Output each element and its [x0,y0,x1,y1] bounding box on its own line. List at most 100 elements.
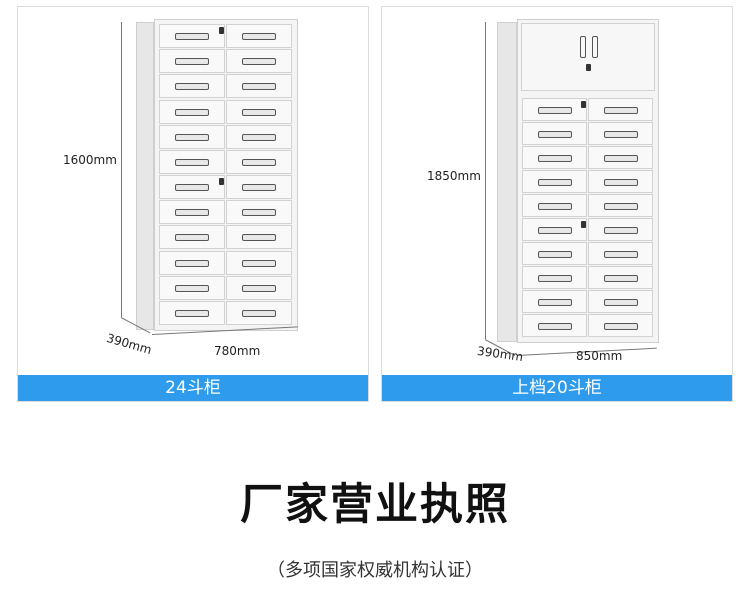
drawer-handle [537,322,572,330]
drawer-handle [242,58,276,66]
drawer [226,49,292,74]
drawer-handle [175,158,209,166]
drawer [226,175,292,200]
depth-label: 390mm [104,330,154,358]
drawer [522,146,587,169]
height-label: 1850mm [427,169,481,183]
drawer-handle [603,322,638,330]
drawer [159,300,225,325]
drawer-handle [537,298,572,306]
cabinet-image-20-drawer [497,19,659,343]
cabinet-image-24-drawer [136,19,298,331]
drawer-handle [175,284,209,292]
drawer-handle [242,133,276,141]
drawer [588,218,653,241]
drawer-handle [242,184,276,192]
product-panel-24-drawer: 1600mm 390mm 780mm 24斗柜 [17,6,369,402]
drawer-handle [242,234,276,242]
product-panel-20-drawer: 1850mm 390mm 850mm 上档20斗柜 [381,6,733,402]
cabinet-front [517,19,659,343]
door-handle [580,36,586,58]
depth-label: 390mm [476,343,525,365]
drawer [588,122,653,145]
drawer-handle [175,234,209,242]
drawer [159,74,225,99]
product-name-banner: 24斗柜 [18,375,368,401]
height-dimension-line [485,22,486,339]
drawer-handle [242,259,276,267]
drawer [226,275,292,300]
drawer-handle [603,130,638,138]
drawer-handle [175,184,209,192]
drawer [159,24,225,49]
drawer-handle [537,274,572,282]
drawer [159,250,225,275]
drawer-handle [603,226,638,234]
drawer [588,98,653,121]
drawer-handle [242,309,276,317]
drawer [226,24,292,49]
section-subtitle: （多项国家权威机构认证） [267,560,483,581]
drawer-handle [537,154,572,162]
drawer [522,194,587,217]
drawer-handle [603,202,638,210]
drawer [159,49,225,74]
drawer [522,242,587,265]
width-label: 850mm [576,349,623,363]
drawer-handle [603,298,638,306]
drawer [522,218,587,241]
drawer-handle [175,33,209,41]
height-dimension-line [121,22,122,317]
drawer-handle [603,178,638,186]
drawer-handle [242,33,276,41]
drawer-handle [242,158,276,166]
drawer [522,122,587,145]
drawer [522,314,587,337]
cabinet-front [154,19,298,331]
drawer [522,170,587,193]
drawer-handle [175,259,209,267]
lock-icon [219,178,224,185]
drawer-handle [175,83,209,91]
upper-door [521,23,655,91]
drawer [522,98,587,121]
drawer [159,275,225,300]
drawer [159,225,225,250]
drawer [522,266,587,289]
drawer-handle [175,309,209,317]
drawer [226,149,292,174]
drawer-handle [537,202,572,210]
drawer [159,149,225,174]
drawer [159,175,225,200]
drawer-handle [537,130,572,138]
drawer-handle [242,209,276,217]
drawer [588,266,653,289]
drawer-handle [175,108,209,116]
width-label: 780mm [214,344,261,358]
drawer [226,225,292,250]
drawer-handle [242,284,276,292]
product-name-banner: 上档20斗柜 [382,375,732,401]
cabinet-side [136,22,154,330]
drawer [588,290,653,313]
drawer [588,146,653,169]
drawer [588,194,653,217]
section-title: 厂家营业执照 [240,480,510,530]
drawer [226,200,292,225]
drawer-handle [537,250,572,258]
drawer [522,290,587,313]
drawer [226,99,292,124]
drawer [226,124,292,149]
drawer [226,300,292,325]
drawer-handle [537,226,572,234]
lock-icon [581,101,586,108]
height-label: 1600mm [63,153,117,167]
drawer-handle [603,274,638,282]
drawer-handle [603,250,638,258]
door-handle [592,36,598,58]
drawer [226,74,292,99]
drawer [588,242,653,265]
drawer-handle [175,209,209,217]
drawer [226,250,292,275]
cabinet-side [497,22,517,342]
